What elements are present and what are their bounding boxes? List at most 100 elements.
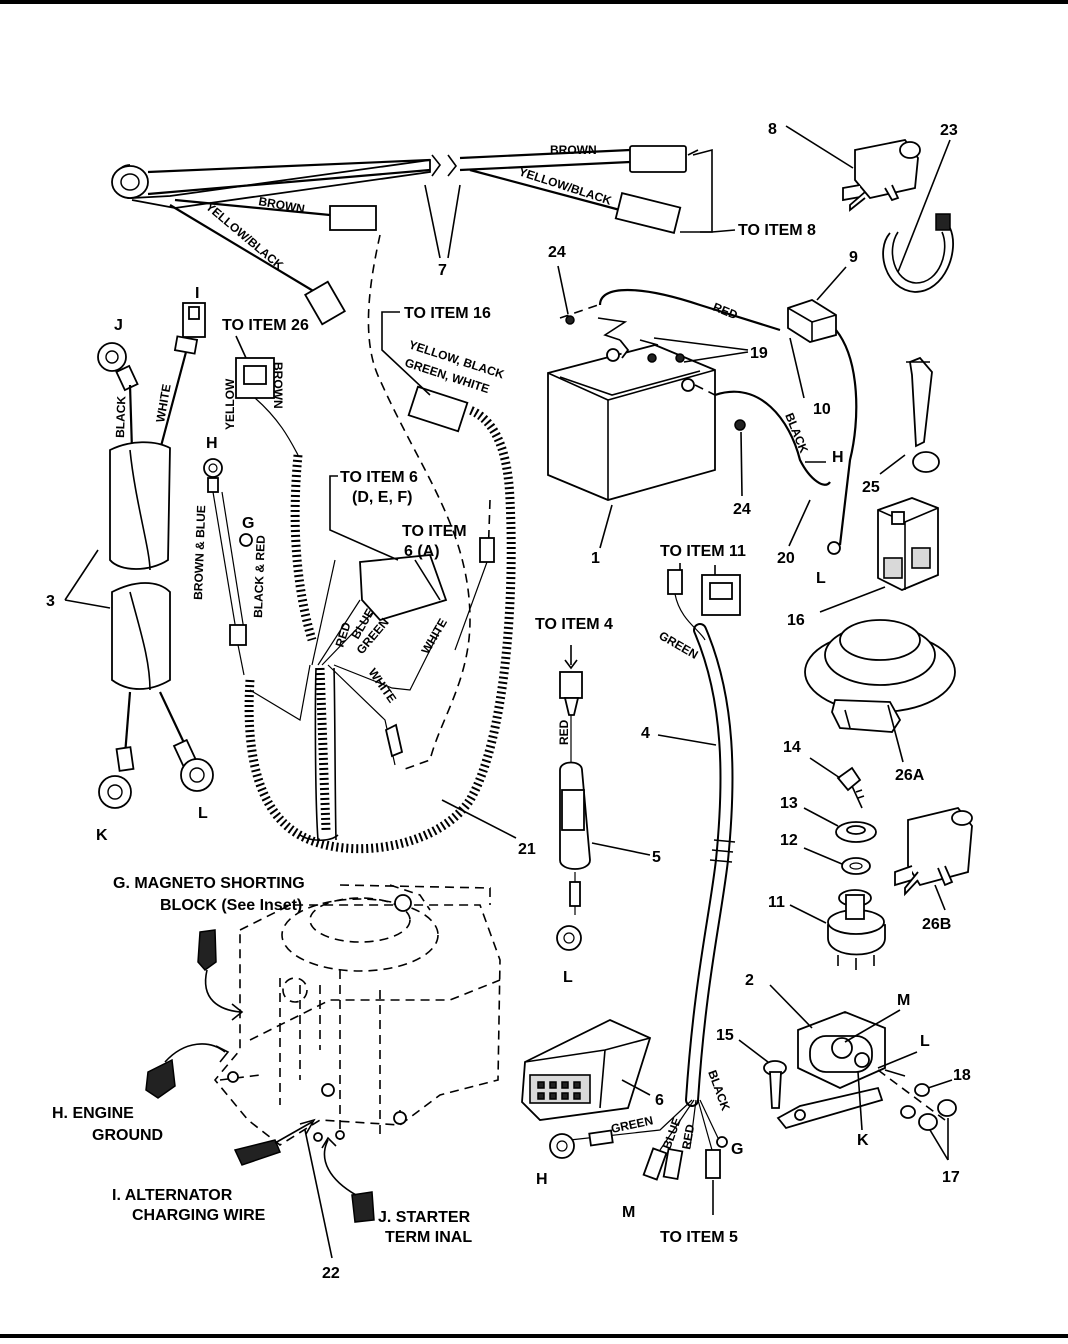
letter-k: K [96,827,108,844]
battery-cable-red [598,288,781,332]
wire-label-red: RED [711,300,740,323]
wire-label-black: BLACK [705,1068,733,1113]
item-number-22: 22 [322,1265,340,1282]
fuse-holder-item-9 [787,299,837,343]
bottom-rule [0,1334,1068,1338]
wire-label-red: RED [679,1123,697,1151]
solenoid-item-2 [776,1011,906,1130]
wire-label-brown: BROWN [271,362,285,409]
callout-to-item-6a-suffix: 6 (A) [404,543,440,560]
wire-label-green: GREEN [657,628,701,661]
item-number-21: 21 [518,841,536,858]
bolt-item-15 [763,1060,787,1109]
item-number-4: 4 [641,725,650,742]
wire-label-black-red: BLACK & RED [251,535,268,618]
harness-item-4 [549,569,741,1181]
connector-block-item-16 [877,497,939,591]
item-number-19: 19 [750,345,768,362]
letter-l: L [816,570,826,587]
battery-cable-black [714,390,831,486]
engine-arrows [145,929,375,1223]
callout-to-item-26: TO ITEM 26 [222,317,309,334]
engine-label-see-inset: BLOCK (See Inset) [160,897,302,914]
letter-h: H [832,449,844,466]
ignition-switch-item-11 [827,889,886,970]
letter-m: M [622,1204,635,1221]
wire-label-brown-blue: BROWN & BLUE [191,505,208,600]
item-number-23: 23 [940,122,958,139]
cable-boots-item-3 [97,302,214,809]
engine-outline [213,884,501,1146]
washer-item-18 [914,1083,930,1097]
item-number-13: 13 [780,795,798,812]
wire-label-red: RED [557,719,571,745]
wire-label-black: BLACK [113,395,128,438]
letter-j: J [114,317,123,334]
harness-item-7 [111,145,687,326]
letter-k: K [857,1132,869,1149]
horn-item-26a [804,619,956,733]
engine-label-engine-ground: H. ENGINE [52,1105,134,1122]
wire-label-yellow: YELLOW [223,378,237,430]
tie-strap-item-23 [882,213,954,293]
switch-item-8 [842,139,921,212]
item-number-1: 1 [591,550,600,567]
item-number-20: 20 [777,550,795,567]
letter-m: M [897,992,910,1009]
item-number-26b: 26B [922,916,951,933]
top-rule [0,0,1068,4]
item-number-24: 24 [733,501,751,518]
item-number-6: 6 [655,1092,664,1109]
letter-g: G [731,1141,743,1158]
item-number-17: 17 [942,1169,960,1186]
item-number-8: 8 [768,121,777,138]
engine-label-starter: J. STARTER [378,1209,471,1226]
item-number-24: 24 [548,244,566,261]
callout-to-item-6-def: TO ITEM 6 [340,469,418,486]
callout-to-item-6a: TO ITEM [402,523,467,540]
letter-l: L [920,1033,930,1050]
callout-to-item-4: TO ITEM 4 [535,616,613,633]
plug-item-5 [556,645,591,951]
item-number-5: 5 [652,849,661,866]
wire-label-brown: BROWN [550,143,597,157]
wire-label-white: WHITE [366,666,400,706]
switch-item-26b [894,806,973,897]
item-number-10: 10 [813,401,831,418]
item-number-26a: 26A [895,767,925,784]
callout-to-item-5: TO ITEM 5 [660,1229,738,1246]
item-number-18: 18 [953,1067,971,1084]
letter-h: H [536,1171,548,1188]
letter-g: G [242,515,254,532]
letter-i: I [195,285,199,302]
item-number-11: 11 [768,894,785,911]
item-number-2: 2 [745,972,754,989]
letter-h: H [206,435,218,452]
callout-to-item-16: TO ITEM 16 [404,305,491,322]
wire-label-white: WHITE [418,616,449,656]
bracket-item-25 [906,356,940,473]
item-number-14: 14 [783,739,801,756]
wire-label-brown: BROWN [257,194,305,216]
engine-label-ground: GROUND [92,1127,163,1144]
wire-item-10 [835,329,858,546]
engine-label-magneto-shorting-block: G. MAGNETO SHORTING [113,875,305,892]
item-number-15: 15 [716,1027,734,1044]
callout-to-item-6-def-suffix: (D, E, F) [352,489,412,506]
item-number-25: 25 [862,479,880,496]
callout-to-item-8: TO ITEM 8 [738,222,816,239]
letter-l: L [563,969,573,986]
letter-l: L [198,805,208,822]
item-number-3: 3 [46,593,55,610]
engine-label-terminal: TERM INAL [385,1229,472,1246]
battery-item-1 [547,339,716,501]
item-number-9: 9 [849,249,858,266]
main-harness-item-21 [235,234,516,854]
item-number-12: 12 [780,832,798,849]
nut-item-13 [835,821,877,843]
item-number-16: 16 [787,612,805,629]
key-item-14 [836,766,865,809]
connector-item-6 [521,1019,652,1121]
